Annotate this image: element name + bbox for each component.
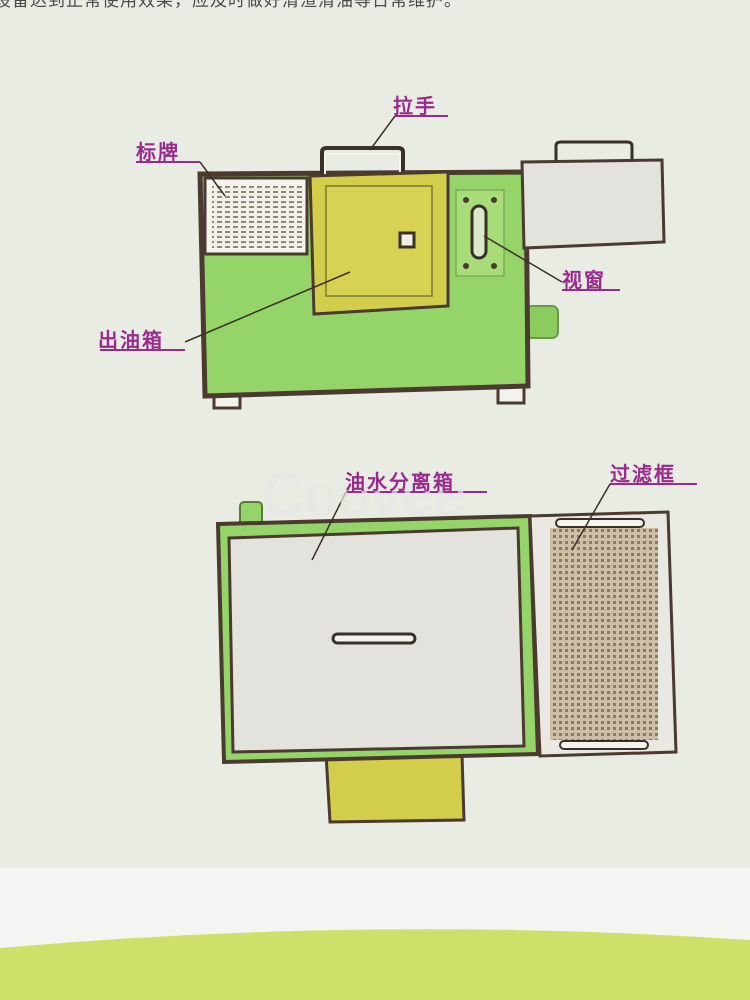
top-view bbox=[215, 483, 697, 824]
oil-outlet-leader bbox=[184, 271, 351, 343]
right-box-handle bbox=[554, 140, 634, 164]
handle-leader bbox=[369, 115, 396, 151]
watermark: Coovee bbox=[262, 463, 468, 528]
sight-window-leader bbox=[483, 235, 563, 283]
handle-bar-inner bbox=[324, 153, 401, 176]
top-caption: 设备达到正常使用效果，应及时做好清渣清油等日常维护。 bbox=[0, 0, 462, 11]
oil-outlet-box-knob bbox=[398, 231, 416, 249]
handle-bar bbox=[320, 146, 405, 176]
label-nameplate: 标牌 bbox=[136, 140, 180, 164]
label-sight-window: 视窗 bbox=[562, 268, 606, 292]
label-handle: 拉手 bbox=[393, 94, 437, 118]
label-oil-water-separator: 油水分离箱 bbox=[345, 470, 455, 494]
nameplate-leader bbox=[199, 161, 226, 197]
front-view bbox=[100, 115, 666, 410]
right-filter-box bbox=[520, 158, 666, 250]
label-filter-frame: 过滤框 bbox=[610, 462, 676, 486]
nameplate-text-block bbox=[212, 184, 302, 248]
sight-window bbox=[470, 204, 488, 260]
filter-handle-bottom bbox=[559, 740, 649, 750]
top-oil-outlet-box bbox=[324, 752, 466, 824]
filter-handle-top bbox=[555, 518, 645, 528]
bottom-green-band bbox=[0, 929, 750, 1000]
separator-leader bbox=[311, 491, 347, 561]
oil-outlet-box-face bbox=[325, 185, 433, 297]
filter-mesh bbox=[550, 528, 658, 740]
front-side-pipe bbox=[525, 305, 559, 339]
label-oil-outlet-box: 出油箱 bbox=[98, 328, 164, 352]
filter-frame-leader bbox=[571, 483, 611, 551]
separator-handle bbox=[331, 632, 417, 645]
